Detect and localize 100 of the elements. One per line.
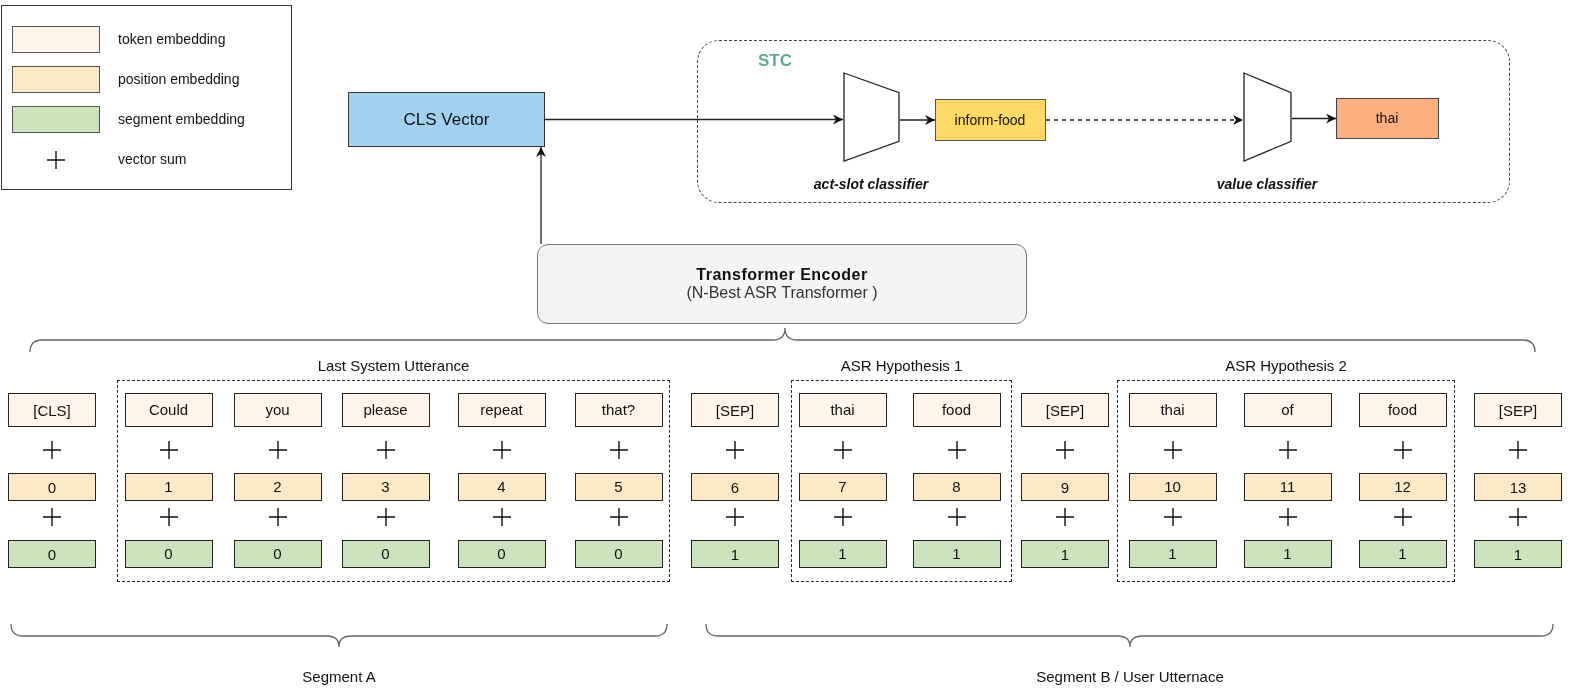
position-embedding-box <box>124 472 213 501</box>
position-embedding-box <box>341 472 430 501</box>
legend-text: token embedding <box>118 31 226 47</box>
segment-embedding-box <box>1358 539 1447 568</box>
box-text: 2 <box>273 478 282 495</box>
box-text: you <box>265 401 290 418</box>
box-text: 0 <box>47 478 57 496</box>
position-embedding-box <box>1021 473 1109 501</box>
box-text: 1 <box>1398 545 1407 562</box>
token-embedding-box <box>798 392 887 427</box>
segment-embedding-box <box>233 539 322 568</box>
segment-embedding-box <box>341 539 430 568</box>
legend-text: position embedding <box>118 71 240 87</box>
encoder-box <box>537 244 1027 324</box>
group-title: STC <box>758 51 792 71</box>
box-text: 1 <box>1168 545 1177 562</box>
token-embedding-box <box>233 392 322 427</box>
token-embedding-box <box>8 393 96 427</box>
box-text: food <box>1387 401 1418 418</box>
token-embedding-box <box>1474 393 1562 427</box>
token-embedding-box <box>1021 393 1109 427</box>
box-text: thai <box>830 401 855 418</box>
token-embedding-box <box>341 392 430 427</box>
box-text: inform-food <box>954 111 1026 128</box>
segment-embedding-box <box>8 540 96 568</box>
position-embedding-box <box>457 472 546 501</box>
position-embedding-box <box>233 472 322 501</box>
box-text: 0 <box>47 545 57 563</box>
token-embedding-box <box>1128 392 1217 427</box>
box-text: 5 <box>614 478 623 495</box>
box-text: 0 <box>497 545 506 562</box>
token-embedding-box <box>691 393 779 427</box>
legend-text: vector sum <box>118 151 187 167</box>
box-text: [SEP] <box>1498 401 1538 419</box>
box-text: 1 <box>1513 545 1523 563</box>
box-text: [SEP] <box>1045 401 1085 419</box>
group-title: ASR Hypothesis 1 <box>840 357 963 374</box>
box-text: food <box>941 401 972 418</box>
segment-embedding-box <box>691 540 779 568</box>
vector-box <box>348 92 545 147</box>
label-box <box>934 98 1046 141</box>
box-text: 1 <box>730 545 740 563</box>
arrow <box>1045 115 1244 125</box>
segment-embedding-box <box>798 539 887 568</box>
box-text: 0 <box>273 545 282 562</box>
segment-embedding-box <box>574 539 663 568</box>
segment-embedding-box <box>1243 539 1332 568</box>
value-box <box>1335 97 1439 139</box>
segment-embedding-box <box>1021 540 1109 568</box>
box-text: 12 <box>1394 478 1411 495</box>
box-text: repeat <box>480 401 523 418</box>
token-embedding-box <box>574 392 663 427</box>
dashed-group-frame <box>697 40 1510 203</box>
box-text: 7 <box>838 478 847 495</box>
box-text: 0 <box>164 545 173 562</box>
token-embedding-box <box>124 392 213 427</box>
box-text: [CLS] <box>33 401 71 419</box>
classifier-caption: act-slot classifier <box>813 175 929 192</box>
arrow <box>536 146 546 245</box>
box-text: [SEP] <box>715 401 755 419</box>
box-text: 13 <box>1509 478 1527 496</box>
box-text: Transformer Encoder <box>696 266 868 284</box>
box-text: please <box>363 401 408 418</box>
box-text: 6 <box>730 478 740 496</box>
position-embedding-box <box>1128 472 1217 501</box>
position-embedding-box <box>574 472 663 501</box>
arrow <box>1291 113 1337 124</box>
box-text: 1 <box>1060 545 1070 563</box>
group-title: ASR Hypothesis 2 <box>1225 357 1347 374</box>
box-text: 3 <box>381 478 390 495</box>
box-text: 1 <box>164 478 173 495</box>
position-embedding-box <box>8 473 96 501</box>
box-text: 1 <box>952 545 961 562</box>
token-embedding-box <box>457 392 546 427</box>
position-embedding-box <box>1358 472 1447 501</box>
segment-embedding-box <box>457 539 546 568</box>
box-text: thai <box>1375 110 1399 126</box>
box-text: Could <box>148 401 189 418</box>
group-title: Last System Utterance <box>317 357 470 374</box>
token-embedding-box <box>1358 392 1447 427</box>
box-text: 1 <box>838 545 847 562</box>
segment-embedding-box <box>912 539 1001 568</box>
box-text: 4 <box>497 478 506 495</box>
box-text: 11 <box>1279 478 1296 495</box>
box-text: that? <box>601 401 636 418</box>
position-embedding-box <box>798 472 887 501</box>
segment-embedding-box <box>1128 539 1217 568</box>
position-embedding-box <box>912 472 1001 501</box>
position-embedding-box <box>1474 473 1562 501</box>
box-text: 1 <box>1283 545 1292 562</box>
token-embedding-box <box>912 392 1001 427</box>
box-text: 8 <box>952 478 961 495</box>
token-embedding-box <box>1243 392 1332 427</box>
segment-label: Segment A <box>302 667 376 685</box>
segment-embedding-box <box>124 539 213 568</box>
classifier-caption: value classifier <box>1216 175 1318 192</box>
subtitle-text: (N-Best ASR Transformer ) <box>686 284 878 302</box>
position-embedding-box <box>1243 472 1332 501</box>
segment-embedding-box <box>1474 540 1562 568</box>
box-text: 0 <box>614 545 623 562</box>
